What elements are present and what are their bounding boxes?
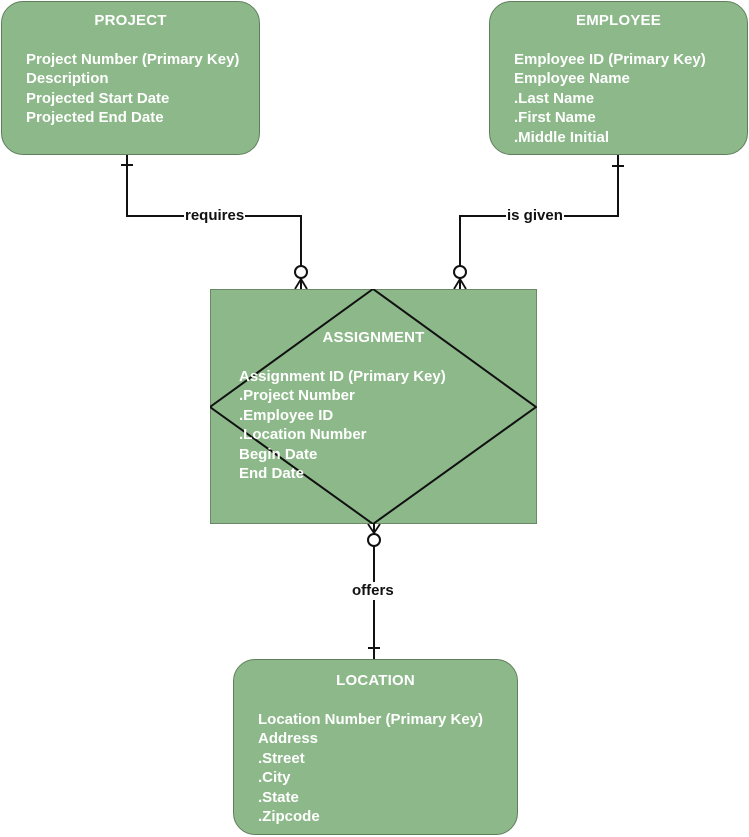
crowfoot-is-given (453, 278, 467, 290)
attribute: .Project Number (239, 387, 355, 405)
attribute-list: Assignment ID (Primary Key) .Project Num… (239, 367, 446, 483)
attribute: Project Number (Primary Key) (26, 51, 240, 68)
attribute: .Employee ID (239, 406, 334, 424)
attribute: .State (258, 788, 299, 806)
attribute: .First Name (514, 109, 596, 127)
crowfoot-requires (294, 278, 308, 290)
zero-mark-requires (294, 265, 308, 279)
entity-project[interactable]: PROJECT Project Number (Primary Key) Des… (1, 1, 260, 155)
attribute-list: Project Number (Primary Key) Description… (26, 50, 239, 128)
associative-diamond-icon (210, 289, 537, 524)
entity-title: PROJECT (94, 12, 167, 29)
entity-assignment[interactable]: ASSIGNMENT Assignment ID (Primary Key) .… (210, 289, 537, 524)
attribute: Employee Name (514, 70, 630, 88)
entity-location[interactable]: LOCATION Location Number (Primary Key) A… (233, 659, 518, 835)
attribute: Begin Date (239, 445, 318, 463)
entity-employee[interactable]: EMPLOYEE Employee ID (Primary Key) Emplo… (489, 1, 748, 155)
zero-mark-is-given (453, 265, 467, 279)
attribute: .City (258, 769, 291, 787)
attribute-list: Employee ID (Primary Key) Employee Name … (514, 50, 706, 147)
relationship-label-is-given: is given (506, 207, 564, 225)
relationship-label-offers: offers (351, 582, 395, 600)
attribute: .Street (258, 749, 305, 767)
crowfoot-offers (367, 523, 381, 534)
attribute: .Location Number (239, 426, 367, 444)
attribute: Projected End Date (26, 109, 164, 127)
attribute: Employee ID (Primary Key) (514, 51, 706, 68)
zero-mark-offers (367, 533, 381, 547)
attribute: Address (258, 730, 319, 748)
attribute: Description (26, 70, 109, 88)
attribute: .Middle Initial (514, 128, 610, 146)
attribute: .Last Name (514, 89, 595, 107)
entity-title: ASSIGNMENT (322, 329, 425, 346)
relationship-label-requires: requires (184, 207, 246, 225)
entity-title: EMPLOYEE (576, 12, 661, 29)
attribute: Projected Start Date (26, 89, 170, 107)
attribute: Location Number (Primary Key) (258, 711, 484, 728)
attribute: .Zipcode (258, 808, 320, 826)
attribute: End Date (239, 465, 305, 483)
attribute-list: Location Number (Primary Key) Address .S… (258, 710, 483, 826)
attribute: Assignment ID (Primary Key) (239, 368, 446, 385)
entity-title: LOCATION (336, 672, 415, 689)
